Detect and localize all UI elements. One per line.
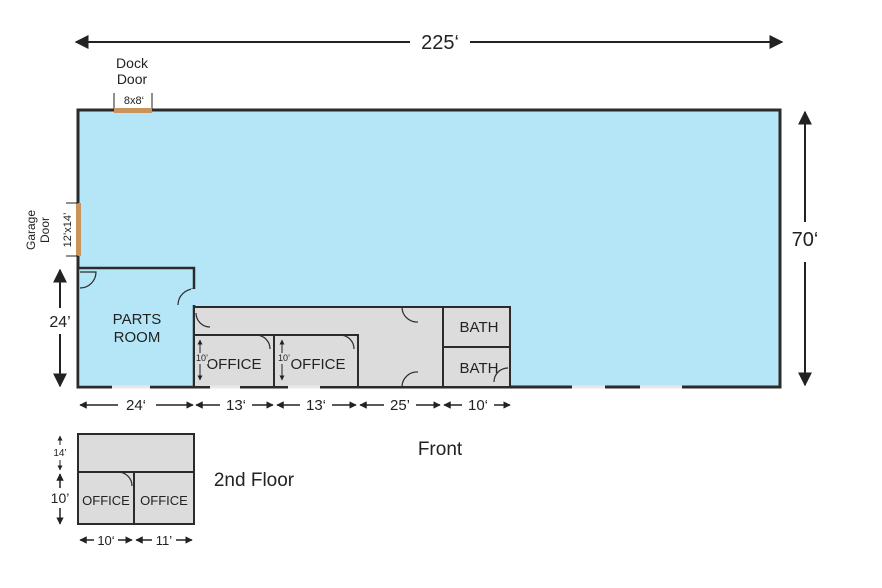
svg-text:13‘: 13‘	[226, 397, 246, 414]
bath-1	[442, 306, 511, 348]
dock-door-size: 8x8‘	[124, 95, 144, 107]
svg-text:10’: 10’	[196, 353, 208, 363]
svg-text:24’: 24’	[49, 314, 70, 331]
front-label: Front	[418, 439, 463, 460]
parts-room-label-2: ROOM	[114, 329, 161, 346]
svg-text:10‘: 10‘	[468, 397, 488, 414]
svg-text:25’: 25’	[390, 397, 410, 414]
svg-text:Door: Door	[38, 217, 52, 243]
width-dimension: 225‘	[74, 32, 784, 54]
second-floor-office-2: OFFICE	[140, 493, 188, 508]
depth-label: 70‘	[792, 229, 819, 251]
parts-room-label-1: PARTS	[113, 311, 162, 328]
parts-room-dimension: 24’	[49, 268, 71, 388]
garage-door-label: Garage Door 12’x14’	[24, 210, 74, 250]
svg-text:24‘: 24‘	[126, 397, 146, 414]
second-floor-office-1: OFFICE	[82, 493, 130, 508]
svg-text:14’: 14’	[53, 448, 66, 459]
bath-2	[442, 346, 511, 388]
bath-2-label: BATH	[460, 360, 499, 377]
office-1-label: OFFICE	[207, 356, 262, 373]
garage-door	[76, 203, 81, 256]
svg-text:10’: 10’	[51, 490, 70, 506]
svg-text:Garage: Garage	[24, 210, 38, 250]
svg-text:10’: 10’	[278, 353, 290, 363]
svg-text:10‘: 10‘	[97, 533, 114, 548]
second-floor-plan: OFFICE OFFICE 14’ 10’ 10‘ 11’	[51, 433, 195, 548]
dock-door-label-line1: Dock	[116, 55, 149, 71]
dock-door	[114, 108, 152, 113]
dock-door-label-line2: Door	[117, 71, 148, 87]
second-floor-label: 2nd Floor	[214, 470, 295, 491]
svg-text:11’: 11’	[156, 533, 172, 548]
bath-1-label: BATH	[460, 319, 499, 336]
bottom-dimensions: 24‘ 13‘ 13‘ 25’ 10‘	[79, 397, 511, 414]
width-label: 225‘	[421, 32, 459, 54]
svg-text:13‘: 13‘	[306, 397, 326, 414]
office-2-label: OFFICE	[291, 356, 346, 373]
depth-dimension: 70‘	[792, 110, 819, 387]
garage-door-size: 12’x14’	[62, 213, 74, 248]
